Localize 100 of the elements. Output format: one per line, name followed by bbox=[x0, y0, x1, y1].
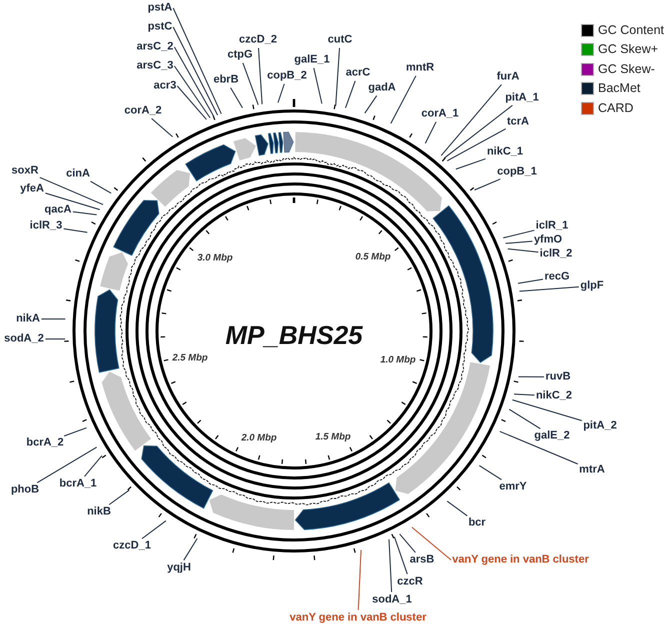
gene-label: glpF bbox=[580, 280, 604, 292]
leader-line bbox=[390, 75, 416, 124]
gene-label: iclR_2 bbox=[540, 248, 572, 260]
leader-line bbox=[514, 394, 535, 396]
leader-line bbox=[399, 534, 416, 553]
gene-label: bcrA_2 bbox=[26, 436, 64, 450]
leader-line bbox=[172, 8, 222, 114]
leader-line bbox=[174, 46, 214, 117]
gene-label: corA_2 bbox=[124, 104, 162, 118]
leader-line bbox=[446, 500, 468, 516]
legend-label: GC Skew- bbox=[598, 62, 655, 76]
leader-line bbox=[108, 490, 130, 506]
gene-label: czcD_1 bbox=[113, 540, 151, 552]
gene-label: yfmO bbox=[534, 234, 562, 246]
leader-line bbox=[411, 526, 452, 560]
leader-line bbox=[242, 62, 259, 106]
leader-line bbox=[172, 26, 218, 116]
leader-line bbox=[388, 538, 392, 592]
leader-line bbox=[278, 83, 285, 104]
leader-line bbox=[519, 286, 580, 292]
gene-label: czcD_2 bbox=[239, 34, 277, 46]
gene-label: pitA_2 bbox=[583, 420, 617, 432]
legend-label: CARD bbox=[598, 100, 634, 116]
gene-label: bcr bbox=[468, 516, 486, 530]
leader-line bbox=[474, 178, 501, 190]
leader-line bbox=[36, 446, 98, 484]
gene-label: nikA bbox=[16, 312, 40, 326]
gene-label: pstA bbox=[148, 2, 172, 14]
gene-label: furA bbox=[496, 70, 520, 84]
gene-label: soxR bbox=[12, 164, 38, 178]
leader-line bbox=[44, 338, 66, 340]
legend-label: GC Skew+ bbox=[598, 42, 658, 57]
leader-line bbox=[183, 538, 198, 561]
leader-line bbox=[478, 465, 502, 480]
leader-line bbox=[63, 228, 88, 233]
scale-label: 0.5 Mbp bbox=[355, 252, 391, 262]
leader-line bbox=[151, 118, 174, 138]
gene-label: acr3 bbox=[154, 80, 176, 92]
gene-label: cutC bbox=[328, 34, 352, 46]
leader-line bbox=[72, 211, 98, 216]
gene-label: arsC_3 bbox=[136, 60, 174, 72]
leader-line bbox=[313, 68, 322, 104]
gene-label: arsB bbox=[410, 554, 434, 566]
gene-label: galE_1 bbox=[294, 54, 330, 66]
leader-line bbox=[424, 121, 437, 144]
leader-line bbox=[44, 192, 100, 210]
gene-label: pstC bbox=[148, 20, 172, 34]
leader-line bbox=[176, 86, 207, 120]
leader-line bbox=[444, 104, 513, 159]
gene-label: tcrA bbox=[507, 116, 529, 128]
leader-line bbox=[499, 430, 578, 464]
gene-label: sodA_2 bbox=[4, 332, 44, 346]
legend-label: GC Content bbox=[598, 22, 664, 38]
leader-line bbox=[512, 399, 582, 422]
leader-line bbox=[518, 278, 544, 284]
leader-line bbox=[142, 520, 166, 540]
leader-line bbox=[230, 87, 243, 108]
leader-line bbox=[502, 230, 535, 238]
leader-line bbox=[364, 95, 378, 114]
scale-label: 2.5 Mbp bbox=[172, 352, 208, 364]
leader-line bbox=[505, 240, 533, 244]
gene-label: sodA_1 bbox=[372, 594, 412, 606]
gene-label: czcR bbox=[397, 576, 423, 588]
gene-label: ruvB bbox=[545, 370, 571, 384]
leader-line bbox=[358, 550, 362, 610]
gene-label: ebrB bbox=[213, 74, 239, 86]
gene-label: pitA_1 bbox=[505, 92, 539, 104]
scale-label: 3.0 Mbp bbox=[197, 252, 233, 264]
leader-line bbox=[39, 176, 104, 206]
leader-line bbox=[258, 48, 263, 105]
leader-line bbox=[455, 158, 486, 170]
gene-label: arsC_2 bbox=[136, 40, 174, 54]
gene-label: mntR bbox=[406, 62, 434, 74]
legend-label: BacMet bbox=[598, 81, 640, 96]
gene-label: ctpG bbox=[227, 48, 253, 62]
leader-line bbox=[440, 84, 502, 156]
gene-label: phoB bbox=[10, 484, 40, 496]
gene-label: gadA bbox=[368, 82, 396, 94]
gene-label: galE_2 bbox=[534, 430, 570, 442]
leader-line bbox=[335, 48, 340, 106]
gene-label: acrC bbox=[346, 66, 370, 80]
leader-line bbox=[508, 408, 541, 430]
gene-label: yfeA bbox=[20, 182, 44, 196]
leader-line bbox=[446, 128, 506, 162]
gene-label: emrY bbox=[499, 480, 527, 494]
leader-line bbox=[507, 248, 539, 253]
gene-label: nikC_1 bbox=[486, 146, 524, 158]
gene-label: bcrA_1 bbox=[59, 478, 97, 490]
leader-line bbox=[64, 427, 87, 436]
scale-label: 2.0 Mbp bbox=[241, 432, 277, 444]
map-title: MP_BHS25 bbox=[225, 320, 363, 350]
gene-label: nikC_2 bbox=[536, 390, 572, 402]
scale-label: 1.0 Mbp bbox=[380, 354, 416, 366]
leader-line bbox=[90, 180, 112, 194]
gene-label: mtrA bbox=[579, 464, 605, 476]
scale-label: 1.5 Mbp bbox=[315, 432, 351, 442]
gene-label: nikB bbox=[87, 506, 111, 518]
gene-label: iclR_3 bbox=[30, 220, 62, 232]
leader-line bbox=[518, 376, 544, 378]
gene-label: vanY gene in vanB cluster bbox=[452, 554, 589, 566]
